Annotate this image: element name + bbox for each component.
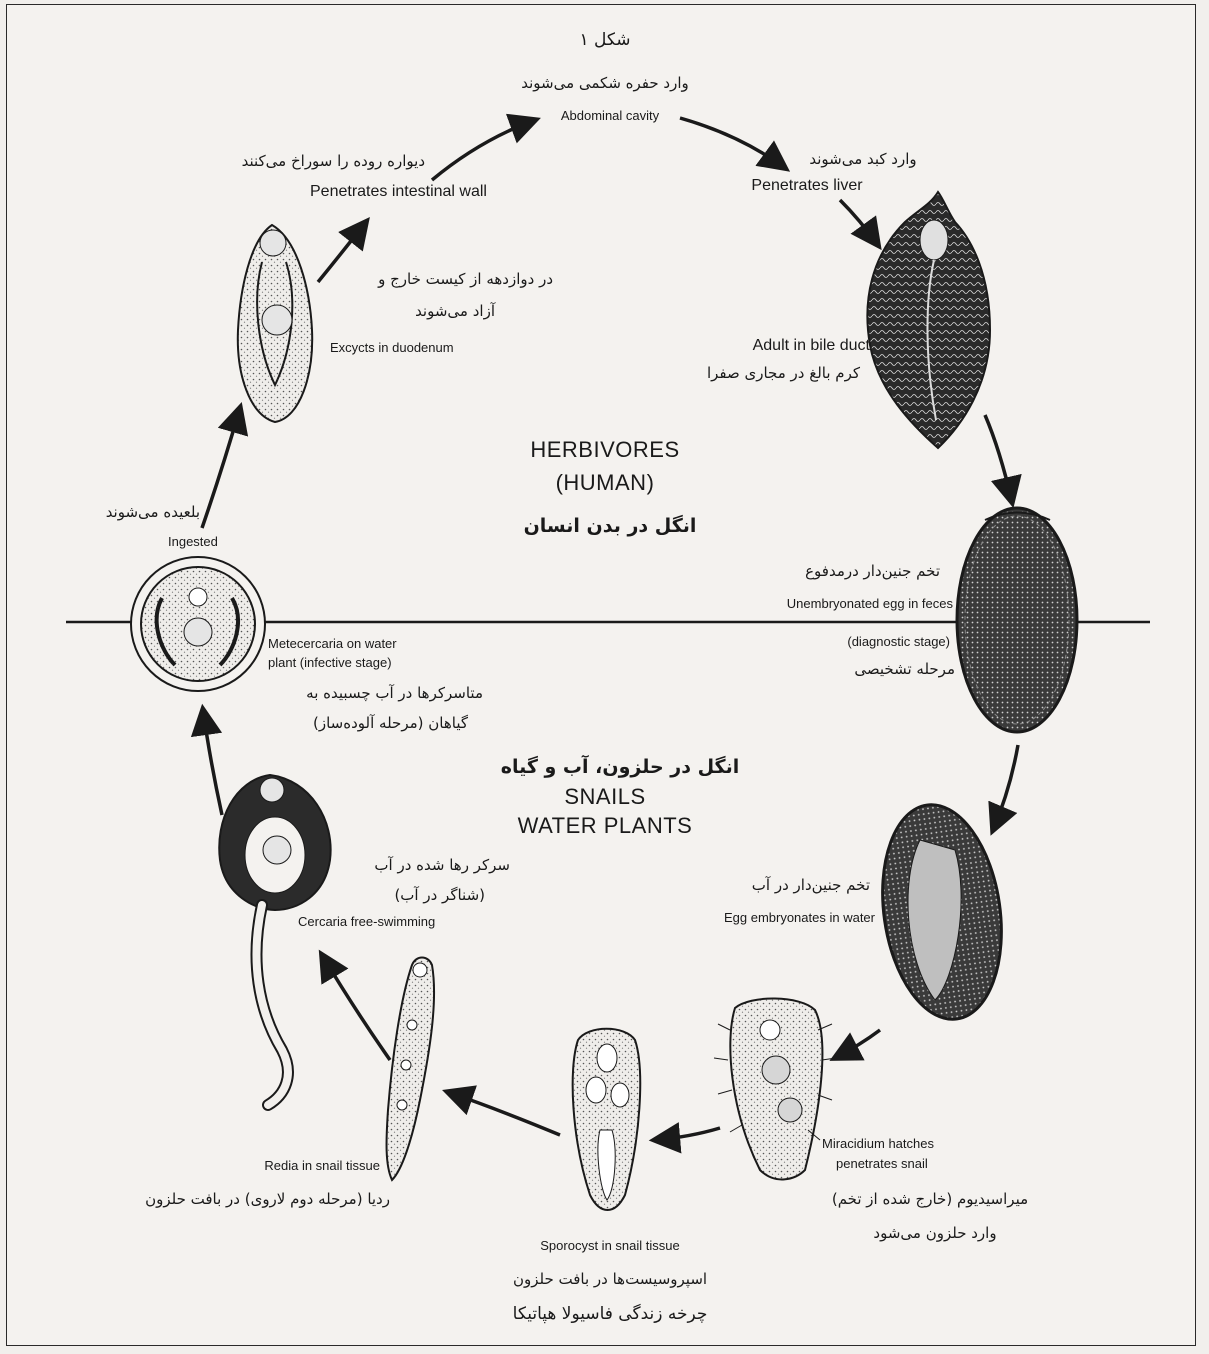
arrow-egg-to-embryonated bbox=[993, 745, 1018, 830]
stage-cercaria-en: Cercaria free-swimming bbox=[298, 914, 478, 930]
stage-liver-en: Penetrates liver bbox=[732, 176, 882, 195]
stage-egg-en: Unembryonated egg in feces bbox=[735, 596, 953, 612]
host-zone-fa: انگل در بدن انسان bbox=[495, 515, 725, 538]
stage-adult-en: Adult in bile duct bbox=[700, 336, 870, 355]
cercaria-illustration bbox=[219, 775, 330, 1105]
stage-miracidium-fa: میراسیدیوم (خارج شده از تخم) bbox=[805, 1190, 1055, 1208]
stage-miracidium-fa2: وارد حلزون می‌شود bbox=[845, 1224, 1025, 1242]
stage-intestinal-en: Penetrates intestinal wall bbox=[310, 182, 540, 201]
arrow-miracidium-to-sporocyst bbox=[655, 1128, 720, 1140]
stage-metacercaria-en2: plant (infective stage) bbox=[268, 655, 448, 671]
environment-zone-en-line1: SNAILS bbox=[485, 784, 725, 810]
adult-fluke-illustration bbox=[867, 192, 990, 448]
metacercaria-cyst-illustration bbox=[131, 557, 265, 691]
environment-zone-en-line2: WATER PLANTS bbox=[485, 813, 725, 839]
stage-redia-en: Redia in snail tissue bbox=[215, 1158, 380, 1174]
stage-egg-diagnostic-en: (diagnostic stage) bbox=[800, 634, 950, 650]
stage-embryonates-fa: تخم جنین‌دار در آب bbox=[690, 876, 870, 894]
stage-egg-fa: تخم جنین‌دار درمدفوع bbox=[740, 562, 940, 580]
arrow-abdominal-to-liver bbox=[680, 118, 785, 168]
stage-metacercaria-en: Metecercaria on water bbox=[268, 636, 448, 652]
stage-excyst-fa: در دوازدهه از کیست خارج و bbox=[338, 270, 553, 288]
figure-caption: چرخه زندگی فاسیولا هپاتیکا bbox=[470, 1304, 750, 1324]
stage-adult-fa: کرم بالغ در مجاری صفرا bbox=[660, 364, 860, 382]
stage-cercaria-fa2: (شناگر در آب) bbox=[370, 886, 485, 904]
excysted-juvenile-illustration bbox=[238, 225, 312, 422]
host-zone-en-line1: HERBIVORES bbox=[485, 437, 725, 463]
stage-abdominal-en: Abdominal cavity bbox=[525, 108, 695, 124]
environment-zone-fa: انگل در حلزون، آب و گیاه bbox=[495, 756, 745, 779]
arrow-adult-to-egg bbox=[985, 415, 1012, 502]
stage-metacercaria-fa2: گیاهان (مرحله آلوده‌ساز) bbox=[290, 714, 468, 732]
stage-cercaria-fa: سرکر رها شده در آب bbox=[345, 856, 510, 874]
stage-excyst-en: Excycts in duodenum bbox=[330, 340, 490, 356]
stage-excyst-fa2: آزاد می‌شوند bbox=[395, 302, 495, 320]
host-zone-en-line2: (HUMAN) bbox=[485, 470, 725, 496]
arrow-redia-to-cercaria bbox=[322, 955, 390, 1060]
sporocyst-illustration bbox=[573, 1029, 641, 1210]
arrow-ingested-to-excyst bbox=[202, 408, 240, 528]
stage-abdominal-fa: وارد حفره شکمی می‌شوند bbox=[500, 74, 710, 92]
miracidium-illustration bbox=[714, 998, 836, 1179]
stage-sporocyst-fa: اسپروسیست‌ها در بافت حلزون bbox=[495, 1270, 725, 1288]
arrow-embryonated-to-miracidium bbox=[835, 1030, 880, 1058]
stage-redia-fa: ردیا (مرحله دوم لاروی) در بافت حلزون bbox=[90, 1190, 390, 1208]
stage-miracidium-en2: penetrates snail bbox=[836, 1156, 976, 1172]
stage-egg-diagnostic-fa: مرحله تشخیصی bbox=[800, 660, 955, 678]
arrow-sporocyst-to-redia bbox=[448, 1092, 560, 1135]
arrow-intestinal-to-abdominal bbox=[432, 120, 535, 180]
stage-metacercaria-fa: متاسرکرها در آب چسبیده به bbox=[265, 684, 483, 702]
embryonating-egg-illustration bbox=[870, 797, 1015, 1027]
redia-illustration bbox=[387, 958, 435, 1181]
unembryonated-egg-illustration bbox=[957, 508, 1077, 732]
stage-ingested-en: Ingested bbox=[168, 534, 248, 550]
stage-intestinal-fa: دیواره روده را سوراخ می‌کنند bbox=[205, 152, 425, 170]
stage-embryonates-en: Egg embryonates in water bbox=[670, 910, 875, 926]
figure-number: شکل ۱ bbox=[565, 30, 645, 50]
stage-miracidium-en: Miracidium hatches bbox=[822, 1136, 982, 1152]
stage-liver-fa: وارد کبد می‌شوند bbox=[788, 150, 938, 168]
arrow-liver-to-adult bbox=[840, 200, 878, 245]
stage-ingested-fa: بلعیده می‌شوند bbox=[75, 503, 200, 521]
arrow-cercaria-to-metacercaria bbox=[203, 710, 222, 815]
stage-sporocyst-en: Sporocyst in snail tissue bbox=[505, 1238, 715, 1254]
